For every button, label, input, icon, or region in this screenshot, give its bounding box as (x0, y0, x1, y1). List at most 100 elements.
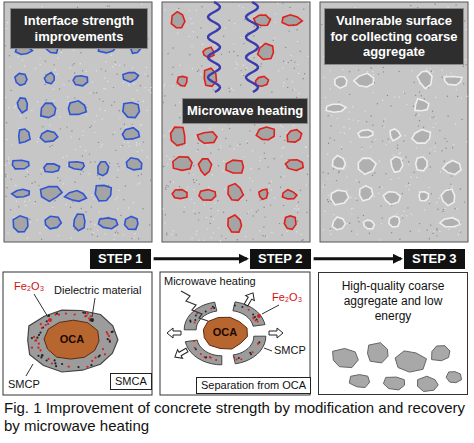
dielectric-particle (210, 357, 212, 359)
concrete-speckle (5, 164, 6, 165)
concrete-speckle (35, 201, 36, 202)
coarse-aggregate (383, 192, 400, 205)
concrete-speckle (240, 84, 241, 85)
concrete-speckle (87, 229, 88, 230)
concrete-speckle (72, 201, 73, 202)
concrete-speckle (402, 157, 403, 158)
coarse-aggregate (332, 217, 345, 230)
coarse-aggregate (256, 127, 274, 140)
concrete-speckle (323, 186, 324, 187)
concrete-speckle (147, 75, 148, 76)
concrete-speckle (27, 237, 28, 238)
concrete-speckle (223, 36, 224, 37)
concrete-speckle (401, 215, 402, 216)
concrete-speckle (166, 155, 167, 156)
separating-aggregate (167, 290, 283, 364)
concrete-speckle (254, 124, 255, 125)
concrete-speckle (7, 232, 8, 233)
concrete-speckle (5, 45, 6, 46)
concrete-speckle (193, 189, 194, 190)
coarse-aggregate (41, 187, 63, 202)
concrete-speckle (207, 145, 208, 146)
concrete-speckle (172, 74, 173, 75)
concrete-speckle (282, 148, 283, 149)
concrete-speckle (115, 232, 116, 233)
concrete-speckle (351, 213, 352, 214)
concrete-speckle (341, 148, 342, 149)
concrete-speckle (189, 54, 190, 55)
concrete-speckle (65, 204, 66, 205)
concrete-speckle (280, 187, 281, 188)
concrete-speckle (53, 64, 54, 65)
dielectric-particle (54, 359, 56, 361)
coarse-aggregate (198, 159, 211, 176)
concrete-speckle (297, 41, 298, 42)
concrete-speckle (356, 200, 357, 201)
material-label: SMCP (274, 344, 306, 357)
concrete-speckle (183, 212, 184, 213)
concrete-speckle (117, 177, 118, 178)
concrete-speckle (147, 110, 148, 111)
concrete-speckle (118, 166, 119, 167)
dielectric-particle (35, 339, 37, 341)
concrete-speckle (287, 87, 288, 88)
concrete-speckle (338, 172, 339, 173)
concrete-speckle (204, 204, 205, 205)
concrete-speckle (278, 70, 279, 71)
concrete-speckle (349, 223, 350, 224)
dielectric-particle (107, 338, 109, 340)
concrete-speckle (195, 234, 196, 235)
concrete-speckle (441, 150, 442, 151)
concrete-speckle (198, 69, 199, 70)
concrete-speckle (283, 85, 284, 86)
concrete-speckle (173, 156, 174, 157)
concrete-speckle (408, 189, 409, 190)
concrete-speckle (404, 92, 405, 93)
concrete-speckle (89, 92, 90, 93)
concrete-speckle (179, 102, 180, 103)
coarse-aggregate (40, 131, 58, 142)
concrete-speckle (303, 78, 304, 79)
concrete-speckle (198, 219, 199, 220)
concrete-speckle (193, 210, 194, 211)
concrete-speckle (280, 125, 281, 126)
concrete-speckle (399, 71, 400, 72)
concrete-speckle (358, 120, 359, 121)
concrete-speckle (285, 47, 286, 48)
coarse-aggregate (360, 186, 373, 201)
detail-panel (3, 272, 152, 395)
concrete-speckle (117, 163, 118, 164)
concrete-speckle (220, 145, 221, 146)
coarse-aggregate (285, 160, 303, 171)
concrete-speckle (371, 141, 372, 142)
concrete-speckle (80, 146, 81, 147)
dielectric-particle (233, 357, 235, 359)
concrete-speckle (57, 74, 58, 75)
coarse-aggregate (226, 160, 244, 173)
concrete-speckle (447, 116, 448, 117)
concrete-speckle (337, 118, 338, 119)
concrete-speckle (443, 209, 444, 210)
concrete-speckle (243, 43, 244, 44)
dielectric-particle (106, 331, 108, 333)
concrete-speckle (292, 89, 293, 90)
concrete-speckle (387, 95, 388, 96)
figure-caption: Fig. 1 Improvement of concrete strength … (4, 399, 468, 435)
concrete-speckle (402, 193, 403, 194)
concrete-speckle (246, 141, 247, 142)
concrete-speckle (273, 40, 274, 41)
concrete-speckle (196, 181, 197, 182)
concrete-speckle (351, 208, 352, 209)
concrete-speckle (355, 197, 356, 198)
concrete-speckle (99, 98, 100, 99)
concrete-speckle (104, 233, 105, 234)
concrete-speckle (68, 80, 69, 81)
concrete-speckle (74, 182, 75, 183)
concrete-speckle (289, 7, 290, 8)
coarse-aggregate (228, 215, 242, 232)
recovered-aggregate (395, 351, 426, 372)
concrete-speckle (198, 240, 199, 241)
concrete-speckle (150, 87, 151, 88)
concrete-speckle (461, 119, 462, 120)
coarse-aggregate (123, 73, 139, 82)
